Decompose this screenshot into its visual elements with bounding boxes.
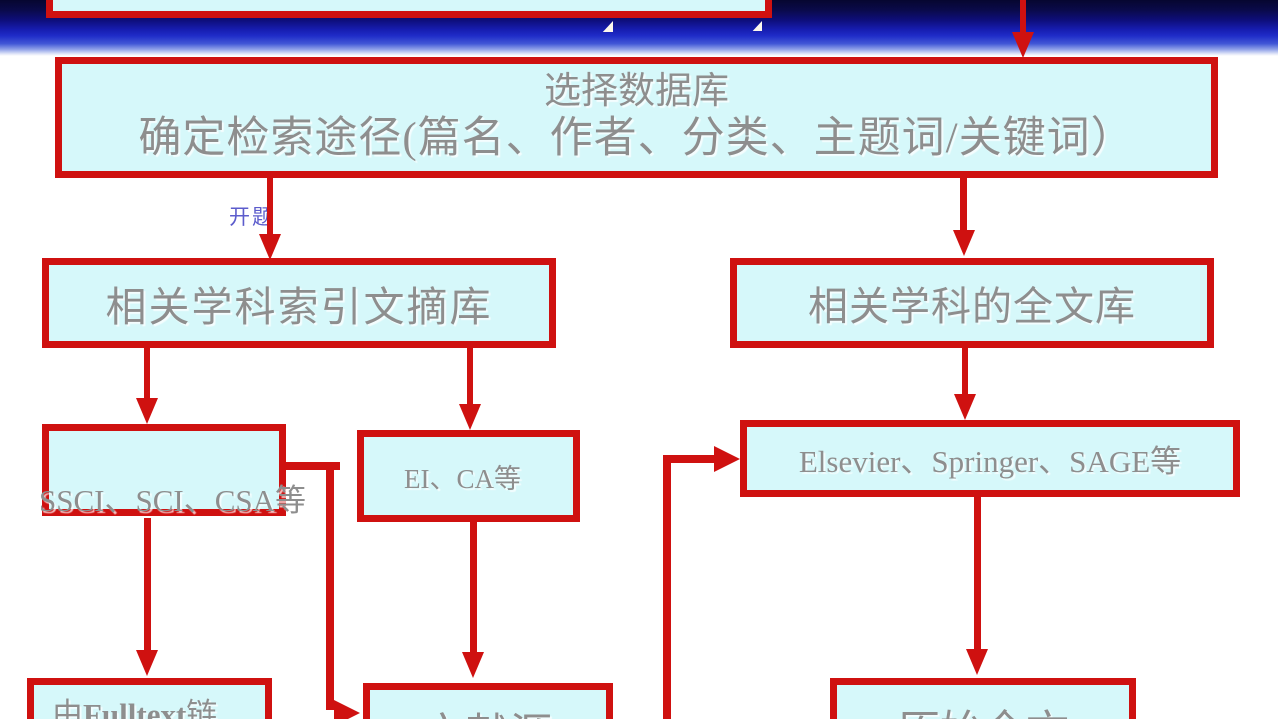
ssci-box: SSCI、SCI、CSA等 [39,424,306,518]
arrow-top-to-main-head [1012,32,1034,58]
fulltext-link-suffix: 链 [186,697,218,719]
original-text-box: 原始全文 [830,678,1136,719]
elsevier-label: Elsevier、Springer、SAGE等 [798,444,1182,479]
fulltext-link-label: 由Fulltext链 [52,689,217,719]
text-remnant-mark [602,21,613,32]
doc-source-box: 文献源 [363,683,613,719]
arrow-elsevier-to-original-head [966,649,988,675]
ei-label: EI、CA等 [404,463,521,494]
ssci-label: SSCI、SCI、CSA等 [39,483,307,518]
fulltext-db-box: 相关学科的全文库 [730,258,1214,348]
abstract-db-label: 相关学科索引文摘库 [105,284,493,330]
arrow-fulltextdb-to-elsevier-shaft [962,348,968,396]
arrow-ssci-to-link-head [136,650,158,676]
fulltext-db-label: 相关学科的全文库 [808,285,1136,329]
top-partial-box [46,0,772,18]
annotation-kaiti: 开题 [229,205,275,229]
arrow-ei-to-source-head [462,652,484,678]
elsevier-box: Elsevier、Springer、SAGE等 [740,420,1240,497]
arrow-main-to-abstract-shaft [267,178,273,238]
arrow-main-to-fulltextdb-shaft [960,178,967,234]
ei-box: EI、CA等 [357,430,580,522]
main-box-line2: 确定检索途径(篇名、作者、分类、主题词/关键词） [138,114,1135,162]
arrow-main-to-fulltextdb-head [953,230,975,256]
arrow-elsevier-to-original-shaft [974,497,981,649]
main-box-line1: 选择数据库 [544,71,729,113]
arrow-abstract-to-ssci-shaft [144,348,150,402]
arrow-abstract-to-ei-head [459,404,481,430]
fulltext-link-box: 由Fulltext链 [27,678,272,719]
main-box: 选择数据库 确定检索途径(篇名、作者、分类、主题词/关键词） [55,57,1218,178]
arrow-abstract-to-ssci-head [136,398,158,424]
connector-up-arrowhead [714,446,740,472]
doc-source-label: 文献源 [422,700,554,719]
text-remnant-mark [752,21,762,31]
fulltext-link-en: Fulltext [83,697,187,719]
arrow-ei-to-source-shaft [470,522,477,652]
connector-up-horizontal [663,455,718,463]
arrow-abstract-to-ei-shaft [467,348,473,406]
arrow-main-to-abstract-head [259,234,281,260]
arrow-top-to-main-shaft [1020,0,1026,36]
connector-ssci-vertical [326,462,334,710]
connector-up-vertical [663,455,671,719]
connector-ssci-horizontal [284,462,340,470]
fulltext-link-prefix: 由 [52,697,83,719]
original-text-label: 原始全文 [897,697,1069,719]
connector-ssci-arrowhead [334,700,360,719]
abstract-db-box: 相关学科索引文摘库 [42,258,556,348]
arrow-ssci-to-link-shaft [144,518,151,652]
arrow-fulltextdb-to-elsevier-head [954,394,976,420]
